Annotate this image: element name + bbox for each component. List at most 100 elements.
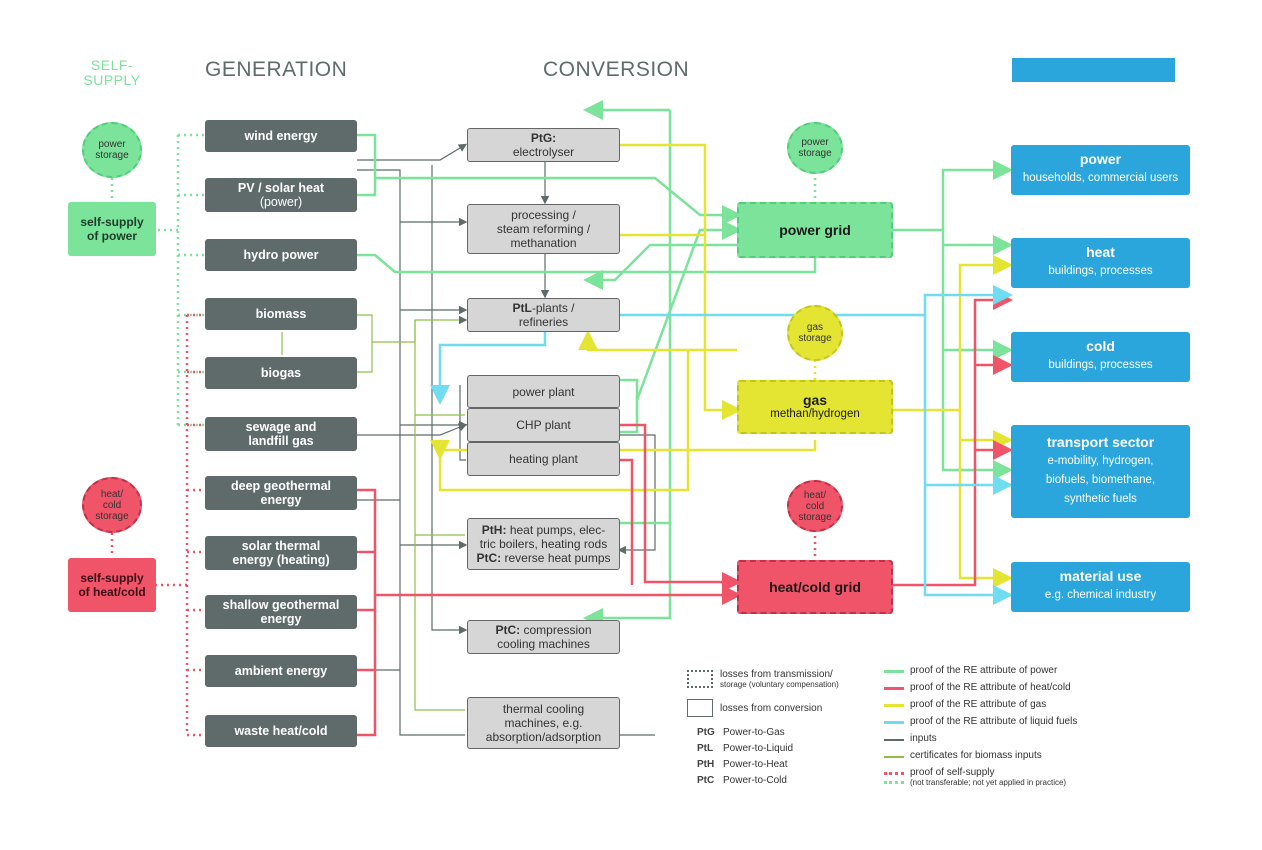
legend-losses-transmission-text: losses from transmission/	[720, 669, 833, 680]
legend-abbr-ptg-value: Power-to-Gas	[723, 727, 785, 738]
conv-power-plant: power plant	[467, 375, 620, 408]
cons-cold: cold buildings, processes	[1011, 332, 1190, 382]
gen-waste-heat: waste heat/cold	[205, 715, 357, 747]
cons-heat: heat buildings, processes	[1011, 238, 1190, 288]
conv-pth-l2: tric boilers, heating rods	[479, 537, 608, 551]
legend-liquid: proof of the RE attribute of liquid fuel…	[910, 716, 1078, 727]
legend-swatch-gas	[884, 704, 904, 707]
conv-ptc-l2: cooling machines	[497, 637, 590, 651]
cons-material: material use e.g. chemical industry	[1011, 562, 1190, 612]
conv-processing-l2: steam reforming /	[496, 222, 591, 236]
cons-transport-sub2: biofuels, biomethane,	[1045, 473, 1156, 486]
legend-losses-transmission-sub: storage (voluntary compensation)	[720, 680, 839, 689]
cons-transport: transport sector e-mobility, hydrogen, b…	[1011, 425, 1190, 518]
conv-ptg: PtG:electrolyser	[467, 128, 620, 162]
cons-power-sub: households, commercial users	[1022, 172, 1179, 184]
conv-processing: processing /steam reforming /methanation	[467, 204, 620, 254]
legend-inputs: inputs	[910, 733, 937, 744]
conv-ptl-l2: refineries	[518, 315, 569, 329]
conv-pth-abbr2: PtC:	[476, 551, 502, 565]
gen-shallow-geothermal-label: shallow geothermal	[222, 598, 340, 612]
legend-losses-conversion: losses from conversion	[720, 703, 823, 714]
conv-processing-l1: processing /	[511, 208, 576, 222]
self-power-storage-line1: power	[98, 139, 126, 150]
legend-abbr-ptl-key: PtL	[697, 743, 714, 754]
gen-deep-geothermal-label: deep geothermal	[230, 479, 332, 493]
gen-sewage-label: sewage and	[245, 420, 317, 434]
self-heat-storage-line1: heat/	[100, 488, 124, 500]
gen-pv-sub: (power)	[259, 195, 303, 209]
cons-cold-title: cold	[1086, 338, 1115, 354]
cons-cold-sub: buildings, processes	[1048, 359, 1153, 371]
conv-thermal-l1: thermal cooling	[502, 702, 585, 716]
conv-chp-plant-label: CHP plant	[516, 418, 571, 432]
conv-chp-plant: CHP plant	[467, 408, 620, 442]
heat-storage-l1: heat/	[803, 489, 827, 501]
self-supply-power-box: self-supply of power	[68, 202, 156, 256]
self-supply-heat-line1: self-supply	[80, 571, 144, 585]
header-self-supply-line2: SUPPLY	[83, 72, 141, 88]
gen-waste-heat-label: waste heat/cold	[234, 724, 328, 738]
gen-hydro: hydro power	[205, 239, 357, 271]
conv-pth-text2: reverse heat pumps	[504, 551, 611, 565]
legend-dotted-box	[687, 670, 713, 688]
gen-biomass-label: biomass	[255, 307, 307, 321]
heat-cold-grid-label: heat/cold grid	[769, 579, 861, 595]
legend-abbr-ptc-value: Power-to-Cold	[723, 775, 787, 786]
conv-processing-l3: methanation	[510, 236, 577, 250]
gen-biomass: biomass	[205, 298, 357, 330]
heat-storage-l2: cold	[805, 500, 825, 512]
conv-pth-abbr: PtH:	[481, 523, 507, 537]
self-heat-storage-line2: cold	[102, 499, 122, 511]
conv-ptg-abbr: PtG:	[530, 131, 557, 145]
conv-pth-text: heat pumps, elec-	[509, 523, 606, 537]
conv-thermal-l3: absorption/adsorption	[485, 730, 602, 744]
conv-ptl-abbr: PtL	[512, 301, 532, 315]
gen-shallow-geothermal-sub: energy	[260, 612, 302, 626]
legend-solid-box	[687, 699, 713, 717]
legend-swatch-power	[884, 670, 904, 673]
legend-selfsupply: proof of self-supply (not transferable; …	[910, 767, 1066, 787]
gas-grid-sub: methan/hydrogen	[770, 408, 860, 420]
legend-heat: proof of the RE attribute of heat/cold	[910, 682, 1071, 693]
gen-sewage-sub: landfill gas	[248, 434, 314, 448]
conv-thermal-l2: machines, e.g.	[504, 716, 583, 730]
power-storage-l2: storage	[798, 148, 832, 159]
legend-swatch-inputs	[884, 739, 904, 741]
legend-swatch-liquid	[884, 721, 904, 724]
gen-biogas-label: biogas	[260, 366, 302, 380]
conv-pth: PtH: heat pumps, elec- tric boilers, hea…	[467, 518, 620, 570]
legend-power: proof of the RE attribute of power	[910, 665, 1058, 676]
gas-storage-l1: gas	[806, 322, 824, 333]
legend-selfsupply-sub: (not transferable; not yet applied in pr…	[910, 778, 1067, 787]
cons-heat-title: heat	[1086, 244, 1115, 260]
legend-losses-transmission: losses from transmission/ storage (volun…	[720, 669, 839, 689]
cons-material-sub: e.g. chemical industry	[1044, 589, 1157, 601]
power-grid-label: power grid	[779, 222, 851, 238]
legend-abbr-pth-key: PtH	[697, 759, 715, 770]
gen-pv-label: PV / solar heat	[237, 181, 325, 195]
gen-pv: PV / solar heat(power)	[205, 178, 357, 212]
gen-hydro-label: hydro power	[243, 248, 319, 262]
gas-grid: gas methan/hydrogen	[737, 380, 893, 434]
legend-abbr-ptc-key: PtC	[697, 775, 715, 786]
cons-transport-title: transport sector	[1046, 433, 1155, 450]
legend-abbr-ptg-key: PtG	[697, 727, 715, 738]
self-supply-heat-line2: of heat/cold	[78, 585, 146, 599]
gen-solar-thermal-sub: energy (heating)	[232, 553, 330, 567]
legend-swatch-biomass	[884, 756, 904, 758]
legend-abbr-ptg: PtG Power-to-Gas	[697, 727, 785, 738]
self-power-storage-line2: storage	[95, 150, 129, 161]
cons-heat-sub: buildings, processes	[1048, 265, 1153, 277]
self-supply-power-line1: self-supply	[80, 215, 144, 229]
legend-abbr-ptc: PtC Power-to-Cold	[697, 775, 787, 786]
gen-ambient-label: ambient energy	[234, 664, 328, 678]
